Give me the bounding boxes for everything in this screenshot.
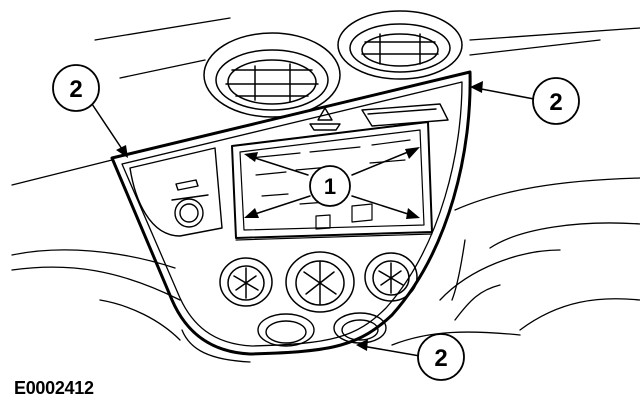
callout-2-left-label: 2 bbox=[69, 76, 82, 103]
audio-unit bbox=[231, 121, 433, 241]
clip-leaders bbox=[91, 87, 535, 357]
left-control-knob bbox=[219, 257, 273, 307]
callout-2-bottom: 2 bbox=[417, 333, 465, 381]
right-control-knob bbox=[364, 252, 418, 302]
callout-1-label: 1 bbox=[324, 174, 336, 199]
figure-code: E0002412 bbox=[14, 378, 94, 398]
center-control-knob bbox=[285, 251, 355, 313]
console-trim-panel bbox=[110, 70, 472, 356]
hazard-switch bbox=[309, 107, 341, 131]
callout-2-left: 2 bbox=[52, 64, 100, 112]
callout-2-bottom-label: 2 bbox=[434, 345, 447, 372]
clock-display bbox=[361, 103, 449, 127]
left-air-vent bbox=[203, 32, 341, 118]
right-air-vent bbox=[337, 10, 463, 80]
callout-2-right: 2 bbox=[532, 77, 580, 125]
screw-arrowheads bbox=[244, 147, 420, 219]
clip-arrowheads bbox=[116, 81, 483, 351]
callout-1: 1 bbox=[309, 165, 351, 207]
screw-leaders bbox=[254, 151, 409, 215]
dashboard-outline bbox=[11, 17, 640, 363]
lower-left-vent bbox=[257, 313, 315, 347]
callout-2-right-label: 2 bbox=[549, 89, 562, 116]
storage-pocket bbox=[129, 147, 223, 237]
